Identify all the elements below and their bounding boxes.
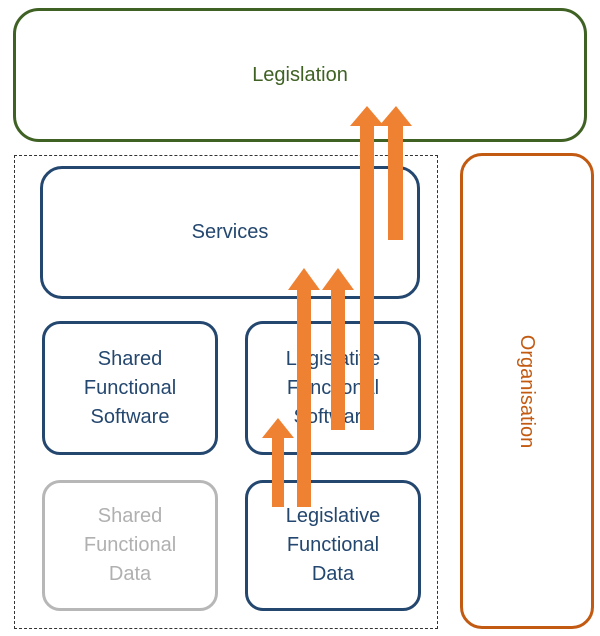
services-label: Services [191, 221, 269, 243]
legislative-functional-data-box: Legislative Functional Data [245, 480, 421, 611]
services-box: Services [40, 166, 420, 299]
shared-functional-software-box: Shared Functional Software [42, 321, 218, 455]
legislation-box: Legislation [13, 8, 587, 142]
shared-functional-software-label: Shared Functional Software [83, 347, 177, 428]
shared-functional-data-label: Shared Functional Data [83, 505, 177, 585]
legislative-functional-software-box: Legislative Functional Software [245, 321, 421, 455]
legislative-functional-software-label: Legislative Functional Software [285, 347, 381, 428]
system-dashed-boundary [14, 155, 438, 629]
organisation-box: Organisation [460, 153, 594, 629]
legislative-functional-data-label: Legislative Functional Data [285, 505, 381, 585]
shared-functional-data-box: Shared Functional Data [42, 480, 218, 611]
legislation-label: Legislation [252, 63, 348, 86]
organisation-label: Organisation [516, 334, 539, 448]
